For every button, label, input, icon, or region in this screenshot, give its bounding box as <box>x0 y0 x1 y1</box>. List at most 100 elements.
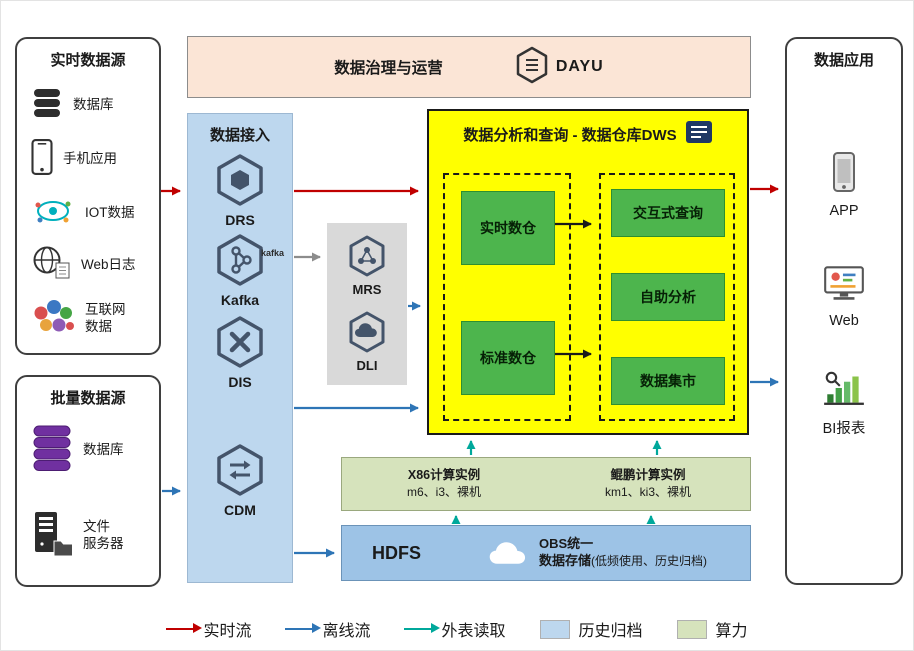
batch-sources-panel: 批量数据源 数据库 文件 服务器 <box>15 375 161 587</box>
batch-sources-title: 批量数据源 <box>50 390 126 407</box>
obs-line2: 数据存储 <box>539 553 592 568</box>
module-data-mart: 数据集市 <box>611 357 725 405</box>
legend-offline-flow: 离线流 <box>285 617 370 641</box>
service-dis: DIS <box>188 316 292 390</box>
database-icon <box>30 87 64 124</box>
dayu-label: DAYU <box>555 58 604 75</box>
web-log-icon <box>30 245 72 286</box>
blue-arrow-icon <box>285 624 322 633</box>
app-target-bi: BI报表 <box>787 369 901 438</box>
governance-title: 数据治理与运营 <box>334 60 443 77</box>
service-dli: DLI <box>327 311 407 373</box>
x86-models: m6、i3、裸机 <box>406 485 481 500</box>
kunpeng-models: km1、ki3、裸机 <box>604 485 691 500</box>
archive-swatch-icon <box>539 619 570 639</box>
list-item: 手机应用 <box>17 135 159 183</box>
module-standard-warehouse: 标准数仓 <box>461 321 555 395</box>
drs-icon <box>215 154 265 209</box>
dws-title-row: 数据分析和查询 - 数据仓库DWS <box>429 120 747 148</box>
module-realtime-warehouse: 实时数仓 <box>461 191 555 265</box>
obs-cloud-icon <box>487 538 531 568</box>
service-drs: DRS <box>188 154 292 228</box>
item-label: 互联网 数据 <box>85 302 126 334</box>
hdfs-label: HDFS <box>372 542 421 563</box>
obs-line1: OBS统一 <box>539 536 594 552</box>
processing-panel: MRS DLI <box>327 223 407 385</box>
list-item: 互联网 数据 <box>17 291 159 347</box>
iot-icon <box>30 193 76 234</box>
service-cdm: CDM <box>188 444 292 518</box>
file-server-icon <box>30 510 74 563</box>
data-ingestion-panel: 数据接入 DRS kafka Kafka DIS CDM <box>187 113 293 583</box>
app-phone-icon <box>831 151 857 197</box>
legend-label: 历史归档 <box>578 623 643 640</box>
item-label: IOT数据 <box>85 204 135 220</box>
item-label: Web日志 <box>81 256 136 272</box>
query-group: 交互式查询 自助分析 数据集市 <box>599 173 735 421</box>
teal-arrow-icon <box>404 624 441 633</box>
dws-icon <box>685 120 713 148</box>
dws-title: 数据分析和查询 - 数据仓库DWS <box>463 126 677 144</box>
kafka-wordmark: kafka <box>260 248 284 258</box>
service-label: DRS <box>225 212 255 228</box>
warehouse-group: 实时数仓 标准数仓 <box>443 173 571 421</box>
database-purple-icon <box>30 424 74 477</box>
x86-compute: X86计算实例 m6、i3、裸机 <box>342 458 546 510</box>
item-label: 文件 服务器 <box>83 519 124 551</box>
realtime-sources-panel: 实时数据源 数据库 手机应用 IOT数据 Web日志 <box>15 37 161 355</box>
governance-bar: 数据治理与运营 DAYU <box>187 36 751 98</box>
kunpeng-title: 鲲鹏计算实例 <box>610 468 686 482</box>
item-label: APP <box>829 203 859 219</box>
realtime-sources-title: 实时数据源 <box>50 52 126 69</box>
service-mrs: MRS <box>327 235 407 297</box>
dayu-icon <box>515 46 549 89</box>
legend-label: 实时流 <box>203 623 252 640</box>
obs-text: OBS统一 数据存储(低频使用、历史归档) <box>539 536 707 570</box>
data-ingestion-title: 数据接入 <box>209 127 270 144</box>
mrs-icon <box>348 235 386 280</box>
internet-data-icon <box>30 298 76 341</box>
list-item: 文件 服务器 <box>17 505 159 567</box>
app-target-app: APP <box>787 151 901 219</box>
list-item: 数据库 <box>17 421 159 479</box>
legend-realtime-flow: 实时流 <box>166 617 251 641</box>
list-item: Web日志 <box>17 241 159 289</box>
compute-instances-bar: X86计算实例 m6、i3、裸机 鲲鹏计算实例 km1、ki3、裸机 <box>341 457 751 511</box>
service-label: CDM <box>224 502 256 518</box>
legend: 实时流 离线流 外表读取 历史归档 算力 <box>1 617 913 641</box>
kunpeng-compute: 鲲鹏计算实例 km1、ki3、裸机 <box>546 458 750 510</box>
phone-icon <box>30 138 54 181</box>
legend-compute: 算力 <box>676 617 748 641</box>
x86-title: X86计算实例 <box>407 468 481 482</box>
module-self-service-analysis: 自助分析 <box>611 273 725 321</box>
dws-warehouse-panel: 数据分析和查询 - 数据仓库DWS 实时数仓 标准数仓 交互式查询 自助分析 数… <box>427 109 749 435</box>
legend-label: 算力 <box>715 623 748 640</box>
service-kafka: kafka Kafka <box>188 234 292 308</box>
bi-report-icon <box>821 369 867 411</box>
item-label: Web <box>829 313 859 329</box>
service-label: DLI <box>356 358 378 373</box>
dis-icon <box>215 316 265 371</box>
item-label: 数据库 <box>73 96 114 112</box>
compute-swatch-icon <box>676 619 707 639</box>
legend-archive: 历史归档 <box>539 617 643 641</box>
dli-icon <box>348 311 386 356</box>
item-label: 手机应用 <box>63 150 117 166</box>
legend-external-read: 外表读取 <box>404 617 506 641</box>
obs-note: (低频使用、历史归档) <box>591 554 708 568</box>
legend-label: 离线流 <box>322 623 371 640</box>
list-item: 数据库 <box>17 81 159 129</box>
app-target-web: Web <box>787 263 901 329</box>
list-item: IOT数据 <box>17 189 159 237</box>
data-apps-panel: 数据应用 APP Web BI报表 <box>785 37 903 585</box>
dayu-product: DAYU <box>515 46 604 89</box>
storage-bar: HDFS OBS统一 数据存储(低频使用、历史归档) <box>341 525 751 581</box>
service-label: DIS <box>228 374 252 390</box>
web-monitor-icon <box>821 263 867 307</box>
service-label: Kafka <box>220 292 260 308</box>
item-label: BI报表 <box>822 421 866 437</box>
service-label: MRS <box>352 282 382 297</box>
kafka-icon <box>215 234 265 289</box>
cdm-icon <box>215 444 265 499</box>
